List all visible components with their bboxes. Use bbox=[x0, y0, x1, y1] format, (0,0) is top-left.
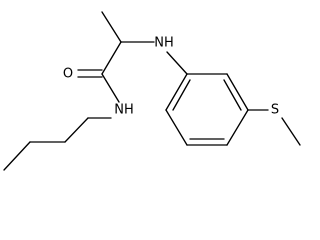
ring-bond-3 bbox=[226, 109, 249, 146]
ring-bond-2 bbox=[226, 73, 249, 111]
bond-sulfur-methyl bbox=[281, 117, 301, 146]
bond-methyl-alpha-carbon bbox=[101, 11, 122, 43]
ring-double-bond-top-left bbox=[172, 79, 191, 111]
amine-nitrogen-label: NH bbox=[154, 36, 174, 51]
ring-bond-6 bbox=[165, 73, 188, 111]
molecule-structure-diagram: O NH NH S bbox=[3, 11, 301, 171]
bond-amine-nitrogen-ring bbox=[166, 51, 188, 75]
oxygen-label: O bbox=[63, 67, 73, 82]
ring-bond-5 bbox=[165, 109, 188, 146]
bond-carbonyl-amide-nitrogen bbox=[101, 73, 120, 103]
sulfur-label: S bbox=[271, 103, 279, 118]
amide-nitrogen-label: NH bbox=[114, 103, 134, 118]
ring-double-bond-right bbox=[223, 79, 242, 111]
bond-butyl-3-4 bbox=[3, 141, 31, 171]
bond-butyl-1-2 bbox=[64, 117, 89, 143]
bond-alpha-carbon-carbonyl-carbon bbox=[101, 41, 122, 75]
